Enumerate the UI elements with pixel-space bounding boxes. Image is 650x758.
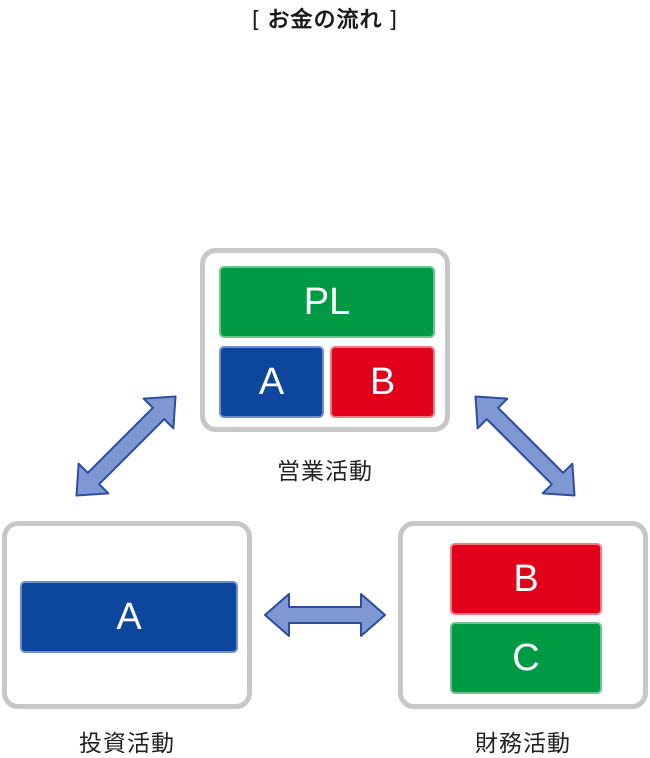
diagram-title: [お金の流れ] bbox=[0, 2, 650, 34]
operating-activities-box: PL A B bbox=[200, 248, 450, 432]
title-bracket-close: ] bbox=[388, 8, 399, 33]
investing-activities-label: 投資活動 bbox=[79, 731, 175, 757]
arrow-operating-investing bbox=[75, 395, 177, 497]
operating-pl-block: PL bbox=[219, 266, 435, 338]
investing-activities-box: A bbox=[2, 521, 252, 709]
financing-activities-box: B C bbox=[398, 521, 648, 709]
title-bracket-open: [ bbox=[251, 8, 262, 33]
operating-activities-label: 営業活動 bbox=[277, 459, 373, 485]
title-text: お金の流れ bbox=[267, 8, 383, 33]
operating-a-block: A bbox=[219, 346, 324, 418]
arrow-investing-financing bbox=[264, 593, 386, 637]
financing-activities-label: 財務活動 bbox=[475, 731, 571, 757]
financing-b-block: B bbox=[450, 543, 602, 615]
financing-c-block: C bbox=[450, 622, 602, 694]
arrow-operating-financing bbox=[474, 395, 576, 497]
investing-a-block: A bbox=[20, 581, 238, 653]
operating-b-block: B bbox=[330, 346, 435, 418]
